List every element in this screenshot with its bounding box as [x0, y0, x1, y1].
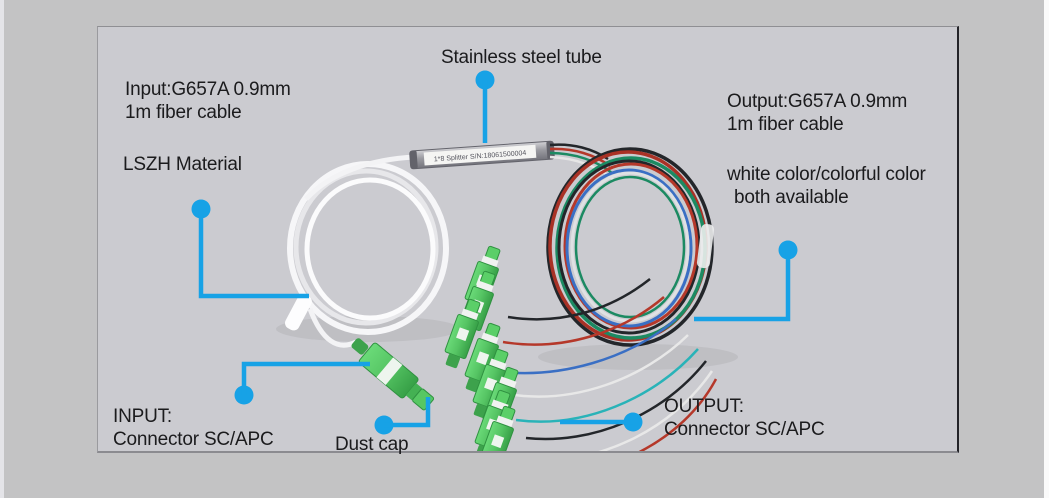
label-input-spec-line2: 1m fiber cable	[125, 102, 242, 123]
callout-material	[191, 199, 309, 299]
steel-tube: 1*8 Splitter S/N:18061500004	[409, 140, 555, 170]
label-input-connector: INPUT: Connector SC/APC	[113, 405, 274, 451]
shadow	[538, 344, 738, 370]
product-image-panel: 1*8 Splitter S/N:18061500004	[97, 26, 959, 456]
label-input-spec: Input:G657A 0.9mm 1m fiber cable	[125, 78, 291, 124]
label-material: LSZH Material	[123, 153, 242, 176]
input-connector	[351, 338, 435, 411]
label-color-note-line1: white color/colorful color	[727, 164, 926, 185]
label-input-connector-line2: Connector SC/APC	[113, 429, 274, 450]
label-input-connector-line1: INPUT:	[113, 406, 172, 427]
callout-color-note	[694, 240, 798, 322]
label-steel-tube: Stainless steel tube	[441, 46, 602, 69]
product-illustration: 1*8 Splitter S/N:18061500004	[191, 70, 798, 451]
label-output-connector-line1: OUTPUT:	[664, 396, 744, 417]
label-input-spec-line1: Input:G657A 0.9mm	[125, 79, 291, 100]
label-color-note-line2: both available	[734, 187, 849, 208]
label-dust-cap: Dust cap	[335, 433, 409, 456]
label-output-spec-line2: 1m fiber cable	[727, 114, 844, 135]
label-output-connector: OUTPUT: Connector SC/APC	[664, 395, 825, 441]
right-edge-strip	[1044, 0, 1049, 498]
callout-tube	[475, 70, 495, 143]
label-output-spec-line1: Output:G657A 0.9mm	[727, 91, 908, 112]
label-dust-cap-text: Dust cap	[335, 434, 409, 455]
label-material-text: LSZH Material	[123, 154, 242, 175]
label-steel-tube-text: Stainless steel tube	[441, 47, 602, 68]
output-connector-bundle	[440, 243, 524, 451]
white-input-cable-coil	[285, 154, 449, 348]
left-edge-strip	[0, 0, 4, 498]
callout-input-connector	[234, 361, 370, 405]
label-output-spec: Output:G657A 0.9mm 1m fiber cable	[727, 90, 907, 136]
callout-dust-cap	[374, 397, 431, 435]
callout-output-connector	[560, 412, 643, 432]
tube-output-fibers	[549, 143, 614, 180]
callouts	[191, 70, 798, 435]
label-output-connector-line2: Connector SC/APC	[664, 419, 825, 440]
label-color-note: white color/colorful color both availabl…	[727, 163, 926, 209]
